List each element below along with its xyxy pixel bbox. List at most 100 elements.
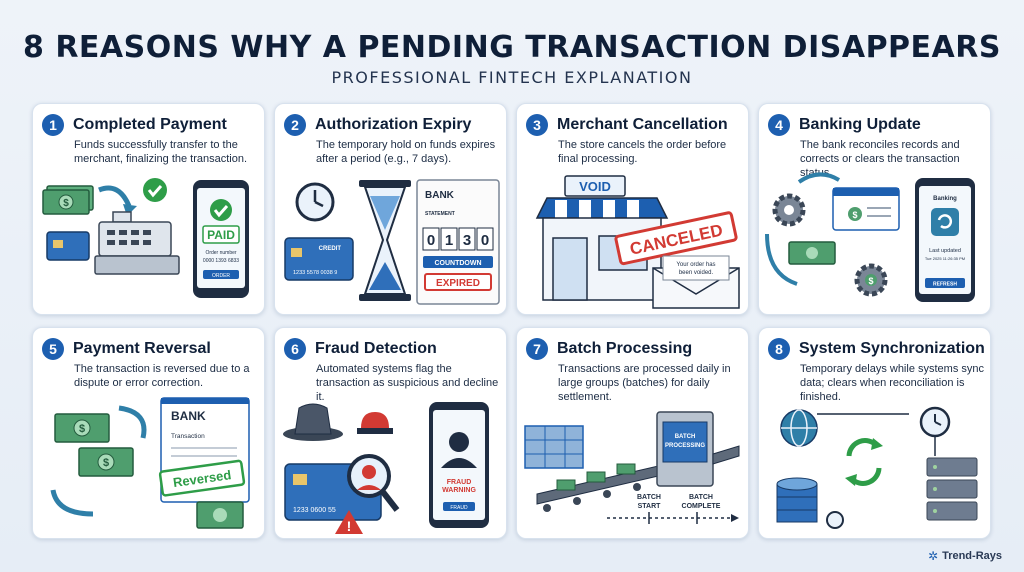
data-sheet-icon [524, 425, 584, 469]
svg-text:BANK: BANK [425, 190, 455, 201]
gear-icon [772, 193, 806, 227]
svg-text:Banking: Banking [933, 196, 957, 202]
batch-start-label: BATCH [637, 494, 661, 501]
arrow-icon [118, 405, 147, 439]
step-number-badge: 1 [42, 114, 64, 136]
svg-text:$: $ [868, 276, 873, 286]
brand-name: Trend-Rays [942, 550, 1002, 562]
batch-complete-label: BATCH [689, 494, 713, 501]
card-description: Temporary delays while systems sync data… [800, 363, 985, 403]
card-title: Completed Payment [73, 116, 227, 133]
clock-icon [919, 406, 951, 438]
card-title: Banking Update [799, 116, 921, 133]
svg-text:START: START [638, 503, 662, 510]
svg-text:PROCESSING: PROCESSING [665, 443, 705, 449]
reversed-stamp: Reversed [158, 459, 246, 497]
batch-machine-icon: BATCH PROCESSING [656, 411, 740, 487]
svg-text:Tue 2025 11:26:35 PM: Tue 2025 11:26:35 PM [925, 256, 965, 261]
paid-label: PAID [207, 228, 235, 242]
sync-arrow-icon [765, 233, 798, 286]
cash-bills-icon [196, 501, 244, 529]
bank-statement-icon: BANK STATEMENT 0 1 3 0 COUNTDOWN EXPIRED [416, 179, 500, 305]
page-subtitle: PROFESSIONAL FINTECH EXPLANATION [331, 68, 693, 87]
step-number-badge: 8 [768, 338, 790, 360]
batch-processing-illustration: BATCH PROCESSING BATCH START BATCH COMPL… [524, 411, 740, 524]
step-number-badge: 4 [768, 114, 790, 136]
svg-text:0: 0 [427, 232, 435, 249]
merchant-cancellation-illustration: VOID CANCELED Your order has been voided… [535, 175, 740, 309]
refresh-button [925, 278, 965, 288]
cash-register-icon [94, 211, 180, 275]
sync-arrow-icon [797, 172, 841, 184]
clock-icon [295, 182, 335, 222]
fraud-detection-illustration: 1233 0600 55 ! FRAUD WARNING FRAUD [283, 402, 489, 534]
card-description: Automated systems flag the transaction a… [316, 363, 499, 403]
step-number-badge: 2 [284, 114, 306, 136]
svg-text:STATEMENT: STATEMENT [425, 211, 455, 217]
credit-card-icon: CREDIT 1233 5578 0038 9 [284, 237, 354, 281]
countdown-digits: 0 1 3 0 [422, 227, 494, 251]
svg-text:!: ! [347, 518, 352, 534]
step-number-badge: 7 [526, 338, 548, 360]
sync-icon [845, 438, 883, 486]
svg-text:COMPLETE: COMPLETE [682, 503, 721, 510]
svg-text:REFRESH: REFRESH [933, 282, 957, 288]
authorization-expiry-illustration: CREDIT 1233 5578 0038 9 BANK STATEMENT [284, 179, 500, 305]
cash-bills-icon: $ [42, 185, 94, 215]
fraud-button [443, 502, 475, 511]
refresh-icon [931, 208, 959, 236]
svg-text:3: 3 [463, 232, 471, 249]
card-reader-icon [46, 231, 90, 261]
svg-text:1233 0600 55: 1233 0600 55 [293, 507, 336, 514]
svg-text:Your order has: Your order has [676, 262, 715, 268]
svg-text:been voided.: been voided. [679, 270, 714, 276]
database-icon [776, 477, 818, 523]
conveyor-belt-icon [536, 463, 668, 512]
card-title: Authorization Expiry [315, 116, 472, 133]
envelope-icon: Your order has been voided. [652, 255, 740, 309]
magnifier-icon [347, 454, 400, 512]
expired-stamp: EXPIRED [436, 278, 480, 289]
phone-icon: PAID Order number 0000 1393 6833 ORDER [193, 180, 249, 298]
svg-text:CREDIT: CREDIT [319, 246, 342, 252]
svg-text:BATCH: BATCH [675, 434, 696, 440]
svg-text:FRAUD: FRAUD [450, 505, 468, 511]
svg-text:$: $ [103, 457, 109, 469]
card-description: The store cancels the order before final… [558, 139, 727, 165]
hat-icon [283, 403, 343, 441]
warning-icon: ! [335, 510, 363, 534]
order-number-label: Order number [205, 250, 236, 256]
card-title: Fraud Detection [315, 340, 437, 357]
card-fraud-detection: 6 Fraud Detection Automated systems flag … [274, 327, 507, 539]
svg-text:$: $ [79, 423, 85, 435]
svg-text:1233 5578 0038 9: 1233 5578 0038 9 [293, 270, 337, 276]
hourglass-icon [359, 180, 411, 301]
alarm-icon [357, 412, 393, 434]
fraud-warning-label: FRAUD [447, 479, 472, 486]
clock-icon [826, 511, 844, 529]
brand-mark-icon: ✲ [928, 549, 939, 563]
completed-payment-illustration: $ PAID Order nu [42, 178, 249, 298]
checkmark-icon [143, 178, 167, 202]
card-title: Merchant Cancellation [557, 116, 728, 133]
card-title: Batch Processing [557, 340, 693, 357]
card-merchant-cancellation: 3 Merchant Cancellation The store cancels… [516, 103, 749, 315]
step-number-badge: 3 [526, 114, 548, 136]
card-description: The transaction is reversed due to a dis… [74, 363, 250, 389]
phone-icon: Banking Last updated Tue 2025 11:26:35 P… [915, 178, 975, 302]
step-number-badge: 5 [42, 338, 64, 360]
card-title: System Synchronization [799, 340, 985, 357]
svg-text:$: $ [852, 210, 857, 220]
arrow-icon [98, 185, 132, 208]
svg-text:1: 1 [445, 232, 453, 249]
step-number-badge: 6 [284, 338, 306, 360]
system-synchronization-illustration [776, 406, 978, 529]
phone-icon: FRAUD WARNING FRAUD [429, 402, 489, 528]
globe-icon [780, 409, 818, 447]
svg-text:WARNING: WARNING [442, 487, 476, 494]
card-title: Payment Reversal [73, 340, 211, 357]
svg-text:0: 0 [481, 232, 489, 249]
